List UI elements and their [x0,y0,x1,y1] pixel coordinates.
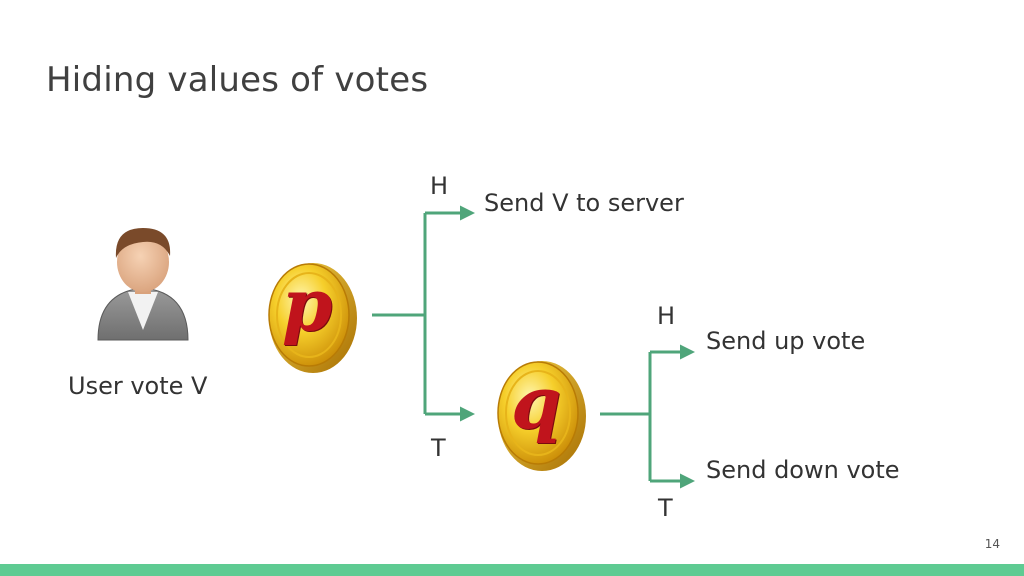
coin-q-icon [497,361,586,471]
user-vote-label: User vote V [68,372,208,400]
accent-bar [0,564,1024,576]
branch-2-tails-label: T [658,494,673,522]
page-number: 14 [984,537,1000,551]
coin-p-letter: p [282,262,333,347]
branch-1-heads-label: H [430,172,449,200]
branch-2-heads-outcome: Send up vote [706,327,866,355]
slide-title: Hiding values of votes [46,60,429,100]
branch-2-connector [600,344,695,489]
coin-q-letter: q [511,360,562,445]
branch-1-heads-outcome: Send V to server [484,189,684,217]
user-avatar-icon [97,228,189,341]
branch-2-heads-label: H [657,302,676,330]
branch-2-tails-outcome: Send down vote [706,456,900,484]
coin-p-icon [268,263,357,373]
branch-1-tails-label: T [431,434,446,462]
branch-1-connector [372,205,475,422]
